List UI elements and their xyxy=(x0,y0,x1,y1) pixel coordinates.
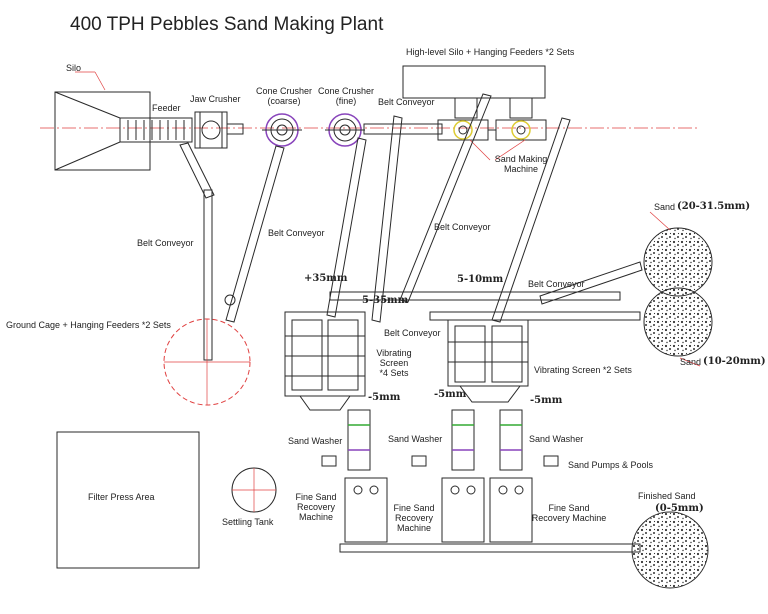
belt-conveyor-low-label: Belt Conveyor xyxy=(384,328,441,338)
sand-making-machine-label: Sand Making Machine xyxy=(486,154,556,174)
mark-m5-a: -5mm xyxy=(368,392,401,403)
sand-pile-20-31 xyxy=(643,227,713,297)
sand-making-machine-2 xyxy=(495,119,547,141)
mark-m5-b: -5mm xyxy=(434,389,467,400)
belt-conveyors xyxy=(179,93,643,553)
finished-sand-label: Finished Sand xyxy=(638,491,696,501)
fine-sand-3-text: Fine Sand Recovery Machine xyxy=(531,503,607,523)
fine-sand-2-label: Fine Sand Recovery Machine xyxy=(384,503,444,533)
vibrating-screen-4-text: Vibrating Screen *4 Sets xyxy=(376,348,412,378)
filter-press-area xyxy=(56,431,200,569)
vibrating-screens-right xyxy=(447,319,529,403)
page-title: 400 TPH Pebbles Sand Making Plant xyxy=(70,14,384,35)
jaw-crusher xyxy=(194,111,244,149)
sand-washers xyxy=(347,409,523,471)
sand-making-machine-text: Sand Making Machine xyxy=(494,154,548,174)
sand-pumps xyxy=(321,455,559,467)
feeder xyxy=(119,117,193,143)
mark-m5-c: -5mm xyxy=(530,395,563,406)
sand-pumps-label: Sand Pumps & Pools xyxy=(568,460,654,470)
mark-5-10: 5-10mm xyxy=(457,274,504,285)
sand-washer-2-label: Sand Washer xyxy=(388,434,443,444)
belt-conveyor-right-label: Belt Conveyor xyxy=(528,279,585,289)
belt-conveyor-left-label: Belt Conveyor xyxy=(137,238,194,248)
feeder-label: Feeder xyxy=(152,103,181,113)
high-level-silo-label: High-level Silo + Hanging Feeders *2 Set… xyxy=(406,47,575,57)
belt-conveyor-mid-label: Belt Conveyor xyxy=(268,228,325,238)
mark-plus35: +35mm xyxy=(304,273,348,284)
sand-washer-3-label: Sand Washer xyxy=(529,434,584,444)
sand-pile-10-20 xyxy=(643,287,713,357)
sand-washer-1-label: Sand Washer xyxy=(288,436,343,446)
belt-conveyor-center-label: Belt Conveyor xyxy=(434,222,491,232)
ground-cage-label: Ground Cage + Hanging Feeders *2 Sets xyxy=(6,320,171,330)
fine-sand-recovery xyxy=(344,477,533,543)
mark-20-31: (20-31.5mm) xyxy=(677,201,751,212)
cone-crusher-coarse xyxy=(262,113,302,147)
smm-leader xyxy=(469,139,491,161)
filter-press-label: Filter Press Area xyxy=(88,492,155,502)
cone-crusher-fine-label: Cone Crusher (fine) xyxy=(314,86,378,106)
fine-sand-1-label: Fine Sand Recovery Machine xyxy=(284,492,348,522)
settling-tank-label: Settling Tank xyxy=(222,517,274,527)
mark-0-5: (0-5mm) xyxy=(655,503,704,514)
cone-crusher-fine xyxy=(325,113,365,147)
vibrating-screen-2-label: Vibrating Screen *2 Sets xyxy=(534,365,632,375)
vibrating-screen-4-label: Vibrating Screen *4 Sets xyxy=(366,348,422,378)
tail-pulley xyxy=(224,294,236,306)
mark-10-20: (10-20mm) xyxy=(703,356,766,367)
cone-crusher-coarse-text: Cone Crusher (coarse) xyxy=(255,86,313,106)
high-level-silo xyxy=(402,65,546,119)
mark-5-35: 5-35mm xyxy=(362,295,409,306)
fine-sand-1-text: Fine Sand Recovery Machine xyxy=(295,492,337,522)
sand-20-31-label: Sand xyxy=(654,202,676,212)
jaw-crusher-label: Jaw Crusher xyxy=(190,94,241,104)
fine-sand-2-text: Fine Sand Recovery Machine xyxy=(393,503,435,533)
vibrating-screens-left xyxy=(284,311,366,411)
silo-label: Silo xyxy=(66,63,82,73)
belt-conveyor-top-label: Belt Conveyor xyxy=(378,97,435,107)
fine-sand-3-label: Fine Sand Recovery Machine xyxy=(524,503,614,523)
cone-crusher-fine-text: Cone Crusher (fine) xyxy=(317,86,375,106)
sand-pile-finished xyxy=(631,511,709,589)
sand-10-20-label: Sand xyxy=(680,357,702,367)
cone-crusher-coarse-label: Cone Crusher (coarse) xyxy=(252,86,316,106)
settling-tank xyxy=(231,467,277,513)
